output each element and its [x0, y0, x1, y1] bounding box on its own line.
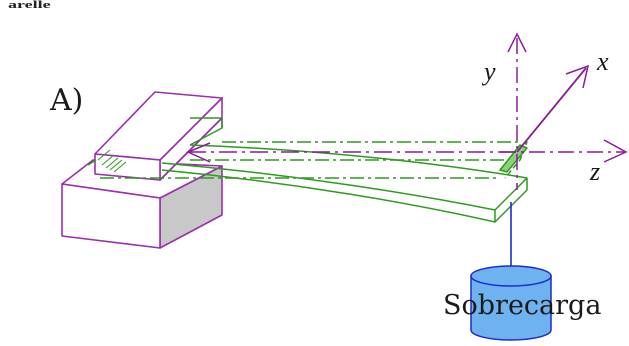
beam-axis-arrowhead: [186, 142, 211, 163]
deformed-beam-lower: [161, 169, 496, 223]
y-axis-label: y: [481, 57, 496, 86]
load-cylinder-top: [470, 265, 552, 287]
cropped-top-text: arelle: [8, 0, 51, 11]
support-front-face: [61, 183, 161, 249]
panel-label: A): [49, 83, 83, 118]
beam: [87, 117, 528, 223]
z-axis-arrowhead: [603, 139, 628, 163]
fixed-support: [61, 91, 223, 249]
undeformed-beam-end: [499, 144, 528, 173]
deformed-beam-top: [189, 144, 528, 179]
load-weight: [470, 265, 552, 341]
load-cylinder-body: [470, 275, 552, 341]
x-axis-line: [516, 67, 587, 153]
y-axis-arrowhead: [507, 32, 527, 53]
z-axis-label: z: [589, 157, 600, 186]
beam-grip-lines: [97, 149, 127, 173]
beam-axis-arrow: [186, 142, 520, 163]
beam-root-left: [87, 159, 97, 166]
x-axis-label: x: [596, 47, 609, 76]
load-label: Sobrecarga: [443, 290, 601, 321]
deformed-beam-bottom: [161, 162, 496, 211]
x-axis-arrowhead: [565, 64, 590, 89]
beam-root: [189, 117, 223, 146]
coordinate-axes: [500, 32, 628, 190]
